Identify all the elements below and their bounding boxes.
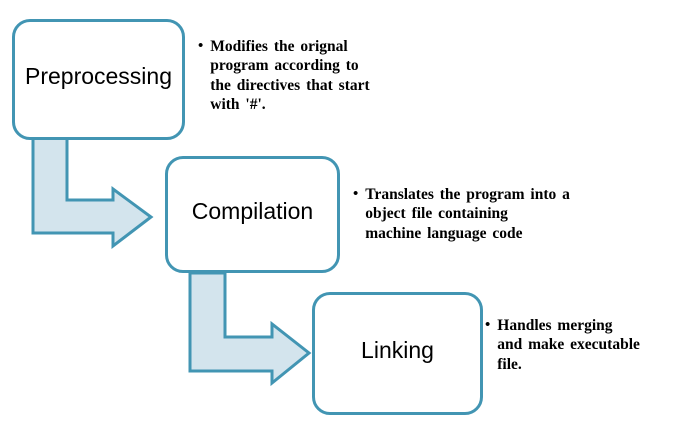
bullet-item-compilation: • Translates the program into a object f… (353, 185, 570, 243)
bullet-text-compilation: Translates the program into a object fil… (365, 186, 570, 242)
bullet-text-preprocessing: Modifies the orignal program according t… (210, 38, 370, 113)
bullet-item-linking: • Handles merging and make executable fi… (485, 316, 640, 374)
step-box-linking: Linking (312, 292, 483, 415)
step-box-compilation: Compilation (165, 156, 340, 273)
bullet-text-linking: Handles merging and make executable file… (497, 317, 640, 373)
bent-arrow-compilation-to-linking (188, 271, 312, 387)
bent-arrow-preprocessing-to-compilation (31, 136, 154, 250)
bullet-dot-icon: • (485, 317, 491, 333)
step-label-preprocessing: Preprocessing (24, 63, 173, 89)
step-label-linking: Linking (361, 337, 434, 363)
step-box-preprocessing: Preprocessing (12, 19, 185, 140)
step-label-compilation: Compilation (191, 198, 314, 224)
bullet-item-preprocessing: • Modifies the orignal program according… (198, 37, 370, 114)
bullet-dot-icon: • (353, 186, 359, 202)
bullet-dot-icon: • (198, 38, 204, 54)
